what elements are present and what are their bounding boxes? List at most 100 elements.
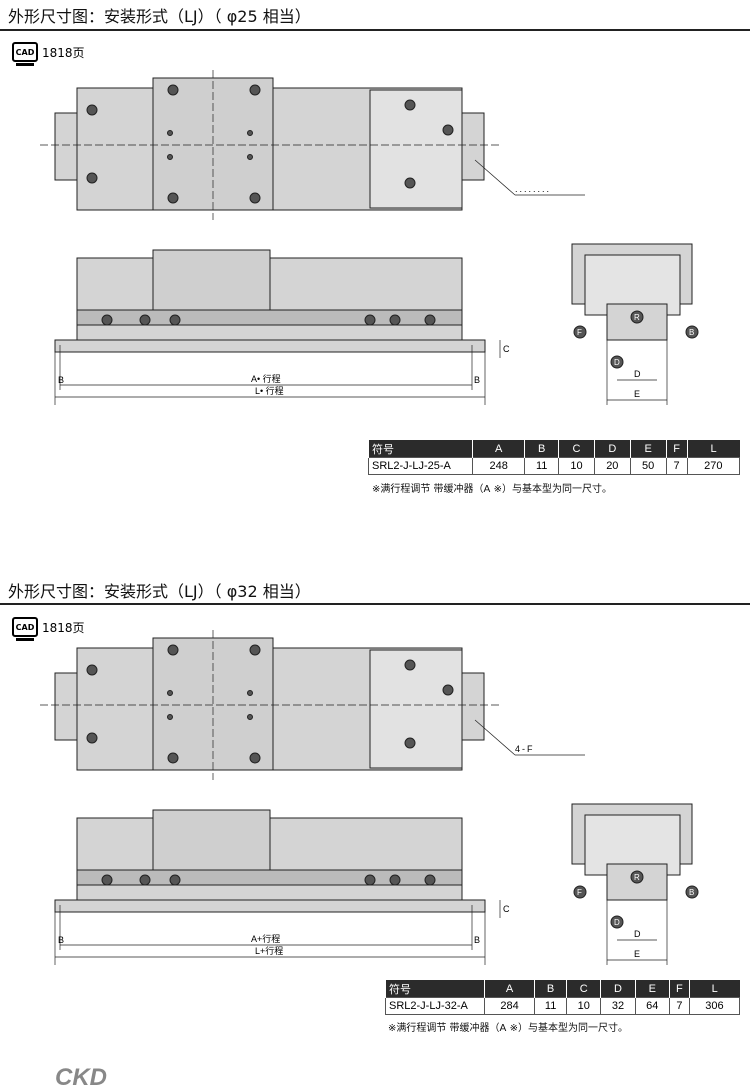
bolt-head (404, 177, 416, 189)
bolt-head (424, 874, 436, 886)
dim-a-stroke-label: A+行程 (251, 933, 280, 944)
marker-r (630, 870, 644, 884)
mounting-hole (167, 690, 173, 696)
dim-e-label: E (634, 389, 640, 399)
marker-f-left: F (577, 888, 582, 897)
callout-label: 4-F (515, 744, 535, 754)
mounting-hole (167, 154, 173, 160)
bolt-head (139, 874, 151, 886)
marker-r-label: R (634, 313, 640, 322)
marker-d-label: D (614, 358, 620, 367)
marker-r (630, 310, 644, 324)
section-title: 外形尺寸图：安装形式（LJ）（ φ32 相当） (8, 582, 311, 601)
dim-c-label: C (503, 904, 510, 914)
bolt-head (169, 314, 181, 326)
marker-f (573, 325, 587, 339)
bolt-head (139, 314, 151, 326)
dim-d-label: D (634, 929, 641, 939)
cad-icon: CAD (12, 42, 38, 66)
bolt-head (404, 659, 416, 671)
mounting-hole (247, 714, 253, 720)
end-plate-right (461, 672, 485, 741)
bolt-head (404, 737, 416, 749)
bolt-head (389, 314, 401, 326)
bolt-head (101, 874, 113, 886)
marker-r-label: R (634, 873, 640, 882)
bolt-head (169, 874, 181, 886)
dim-d-label: D (634, 369, 641, 379)
dim-l-stroke-label: L+行程 (255, 945, 283, 956)
cylinder-end-detail (369, 649, 463, 769)
bolt-head (249, 192, 261, 204)
mounting-hole (247, 690, 253, 696)
mounting-hole (167, 714, 173, 720)
bolt-head (167, 84, 179, 96)
mounting-hole (247, 130, 253, 136)
marker-b (685, 885, 699, 899)
cylinder-end-detail (369, 89, 463, 209)
bolt-head (86, 172, 98, 184)
dim-b-left: B (58, 375, 64, 385)
callout-label: ........ (515, 184, 551, 194)
dim-a-stroke-label: A• 行程 (251, 373, 281, 384)
callout-leader (474, 159, 516, 196)
cad-icon: CAD (12, 617, 38, 641)
dim-c-label: C (503, 344, 510, 354)
bolt-head (364, 874, 376, 886)
base-plate (54, 899, 486, 913)
bolt-head (404, 99, 416, 111)
end-plate-left (54, 112, 78, 181)
bolt-head (249, 644, 261, 656)
divider (0, 29, 750, 31)
cad-reference[interactable]: CAD 1818页 (12, 42, 85, 66)
base-plate (54, 339, 486, 353)
marker-f (573, 885, 587, 899)
dim-b-right: B (474, 935, 480, 945)
end-plate-left (54, 672, 78, 741)
dim-l-stroke-label: L• 行程 (255, 385, 284, 396)
bolt-head (442, 684, 454, 696)
marker-b-label: B (689, 888, 694, 897)
marker-b (685, 325, 699, 339)
marker-d-label: D (614, 918, 620, 927)
cad-page-link[interactable]: 1818页 (42, 620, 85, 635)
bolt-head (424, 314, 436, 326)
bolt-head (86, 664, 98, 676)
callout-leader (474, 719, 516, 756)
end-plate-right (461, 112, 485, 181)
bolt-head (167, 644, 179, 656)
guide-rail (76, 309, 463, 326)
cad-reference[interactable]: CAD 1818页 (12, 617, 85, 641)
dim-b-right: B (474, 375, 480, 385)
divider (0, 603, 750, 605)
bolt-head (249, 84, 261, 96)
marker-d (610, 355, 624, 369)
bolt-head (86, 732, 98, 744)
cad-page-link[interactable]: 1818页 (42, 45, 85, 60)
bolt-head (101, 314, 113, 326)
section-title: 外形尺寸图：安装形式（LJ）（ φ25 相当） (8, 7, 311, 26)
bolt-head (389, 874, 401, 886)
dim-b-left: B (58, 935, 64, 945)
dim-e-label: E (634, 949, 640, 959)
table-note: ※满行程调节 带缓冲器（A ※）与基本型为同一尺寸。 (372, 484, 612, 495)
bolt-head (167, 192, 179, 204)
mounting-hole (247, 154, 253, 160)
bolt-head (442, 124, 454, 136)
bolt-head (364, 314, 376, 326)
marker-f-left: F (577, 328, 582, 337)
bolt-head (86, 104, 98, 116)
guide-rail (76, 869, 463, 886)
ckd-logo: CKD (55, 1064, 107, 1091)
marker-b-label: B (689, 328, 694, 337)
bolt-head (167, 752, 179, 764)
